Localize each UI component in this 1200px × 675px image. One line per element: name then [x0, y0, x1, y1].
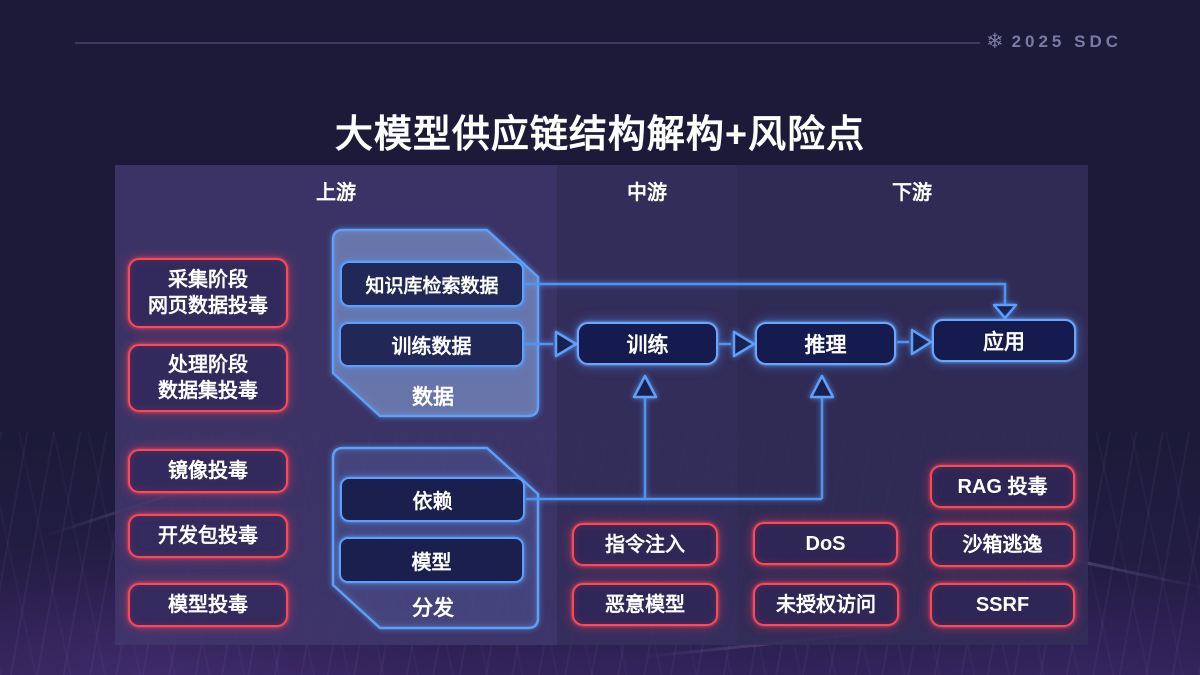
risk-process-stage-poisoning: 处理阶段 数据集投毒 [128, 344, 288, 412]
risk-line: 网页数据投毒 [148, 295, 268, 317]
snowflake-icon: ❄ [985, 30, 1004, 53]
header-divider [75, 42, 980, 44]
risk-model-poisoning: 模型投毒 [128, 583, 288, 627]
risk-malicious-model: 恶意模型 [572, 583, 718, 626]
risk-prompt-injection: 指令注入 [572, 523, 718, 566]
risk-collect-stage-poisoning: 采集阶段 网页数据投毒 [128, 258, 288, 328]
risk-sandbox-escape: 沙箱逃逸 [930, 523, 1075, 567]
event-brand: ❄ 2025 SDC [986, 31, 1122, 52]
node-knowledge-retrieval-data: 知识库检索数据 [340, 261, 524, 307]
node-inference: 推理 [755, 322, 896, 365]
risk-line: 采集阶段 [168, 269, 248, 291]
node-model: 模型 [339, 537, 524, 583]
column-downstream [737, 165, 1088, 645]
risk-dos: DoS [753, 522, 898, 565]
risk-rag-poisoning: RAG 投毒 [930, 465, 1075, 508]
node-application: 应用 [932, 319, 1076, 362]
node-training-data: 训练数据 [339, 322, 524, 367]
column-header-upstream: 上游 [316, 182, 356, 204]
risk-line: 数据集投毒 [158, 380, 258, 402]
risk-ssrf: SSRF [930, 583, 1075, 627]
column-header-downstream: 下游 [892, 182, 932, 204]
page-title: 大模型供应链结构解构+风险点 [334, 114, 866, 156]
node-training: 训练 [577, 322, 718, 365]
data-group-label: 数据 [412, 386, 454, 409]
node-dependency: 依赖 [340, 477, 525, 522]
column-midstream [557, 165, 737, 645]
column-header-midstream: 中游 [627, 182, 667, 204]
risk-unauthorized-access: 未授权访问 [753, 583, 899, 626]
risk-mirror-poisoning: 镜像投毒 [128, 449, 288, 493]
risk-line: 处理阶段 [168, 354, 248, 376]
event-brand-label: 2025 SDC [1011, 31, 1122, 51]
distribution-group-label: 分发 [412, 597, 454, 620]
risk-devkit-poisoning: 开发包投毒 [128, 514, 288, 558]
